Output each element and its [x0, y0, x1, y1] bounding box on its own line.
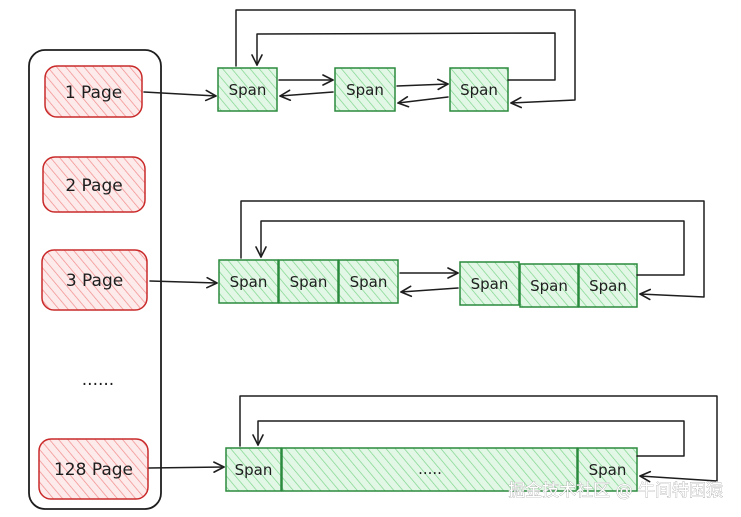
span-row-1: Span Span Span — [217, 67, 509, 112]
span-row-128: Span ..... Span — [225, 447, 638, 492]
span-label: Span — [235, 461, 273, 479]
large-span-ellipsis: ..... — [418, 460, 442, 478]
page-label-2: 2 Page — [65, 176, 122, 196]
page-label-3: 3 Page — [66, 271, 123, 291]
row-2-links — [149, 200, 705, 301]
watermark-text: 掘金技术社区 @ 牛间特困猿 — [508, 481, 723, 501]
span-label: Span — [471, 275, 509, 293]
span-label: Span — [230, 273, 268, 291]
page-ellipsis: ...... — [82, 370, 114, 390]
row-128-links — [148, 395, 718, 483]
span-label: Span — [589, 461, 627, 479]
page-box-2: 2 Page — [42, 156, 146, 213]
page-box-1: 1 Page — [44, 65, 143, 118]
page-list-container — [28, 49, 162, 510]
span-label: Span — [530, 277, 568, 295]
page-box-128: 128 Page — [38, 438, 149, 500]
page-label-128: 128 Page — [54, 460, 133, 480]
span-label: Span — [290, 273, 328, 291]
span-label: Span — [346, 81, 384, 99]
span-label: Span — [350, 273, 388, 291]
span-label: Span — [460, 81, 498, 99]
page-label-1: 1 Page — [65, 83, 122, 103]
span-row-2: Span Span Span Span Span Span — [218, 259, 638, 308]
page-box-3: 3 Page — [41, 249, 148, 311]
row-1-links — [143, 9, 576, 109]
span-label: Span — [229, 81, 267, 99]
span-label: Span — [589, 277, 627, 295]
